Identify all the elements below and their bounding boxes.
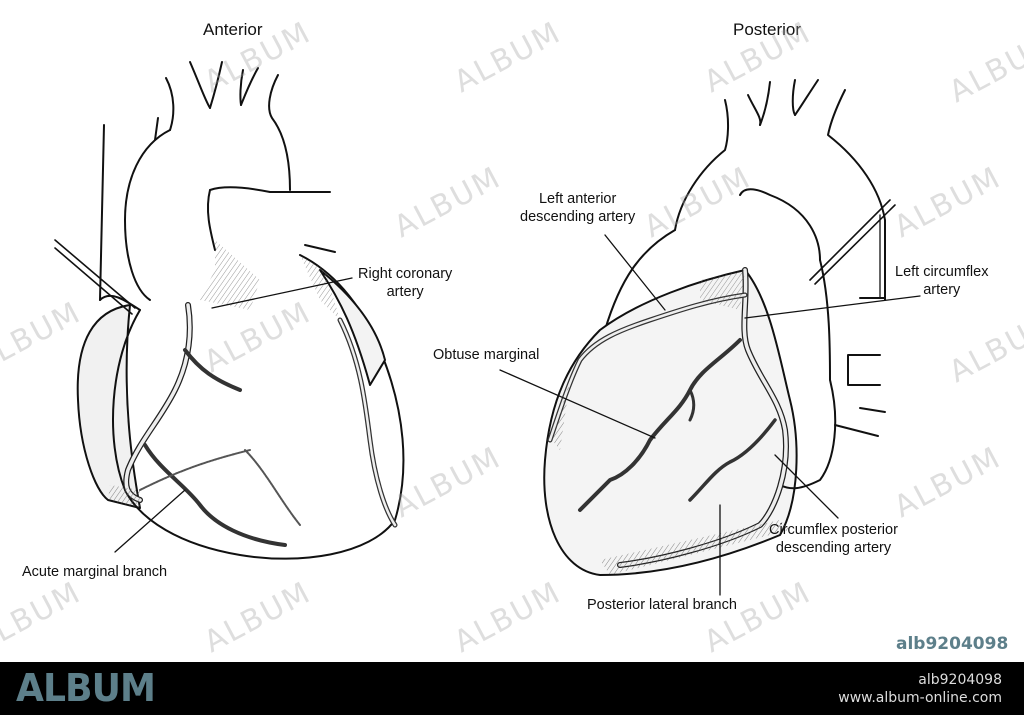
label-line: descending artery — [775, 540, 892, 556]
label-line: descending artery — [520, 209, 636, 225]
footer-image-id: alb9204098 — [918, 672, 1002, 688]
label-obtuse-marginal: Obtuse marginal — [433, 347, 540, 363]
label-circumflex-posterior-descending-artery: Circumflex posterior descending artery — [769, 521, 898, 557]
leader-lines — [114, 214, 921, 596]
anterior-heart-drawing — [54, 61, 405, 560]
label-line: Left anterior — [538, 191, 617, 207]
label-line: Circumflex posterior — [769, 522, 898, 538]
label-left-anterior-descending-artery: Left anterior descending artery — [520, 190, 635, 226]
label-line: artery — [386, 284, 424, 300]
footer-bar: ALBUM alb9204098 www.album-online.com — [0, 662, 1024, 715]
label-line: Left circumflex — [895, 264, 989, 280]
brand-logo: ALBUM — [16, 666, 156, 710]
label-right-coronary-artery: Right coronary artery — [358, 265, 452, 301]
posterior-heart-drawing — [543, 79, 896, 576]
view-title-anterior: Anterior — [203, 20, 263, 39]
label-posterior-lateral-branch: Posterior lateral branch — [587, 597, 737, 613]
image-id-tag: alb9204098 — [896, 634, 1009, 654]
label-line: Right coronary — [358, 266, 453, 282]
heart-illustration — [54, 61, 921, 596]
label-line: artery — [923, 282, 961, 298]
view-title-posterior: Posterior — [733, 20, 802, 39]
illustration: Anterior Posterior Right coronary artery… — [0, 15, 1024, 660]
label-left-circumflex-artery: Left circumflex artery — [895, 263, 988, 299]
footer-url[interactable]: www.album-online.com — [838, 690, 1002, 706]
label-acute-marginal-branch: Acute marginal branch — [22, 564, 168, 580]
